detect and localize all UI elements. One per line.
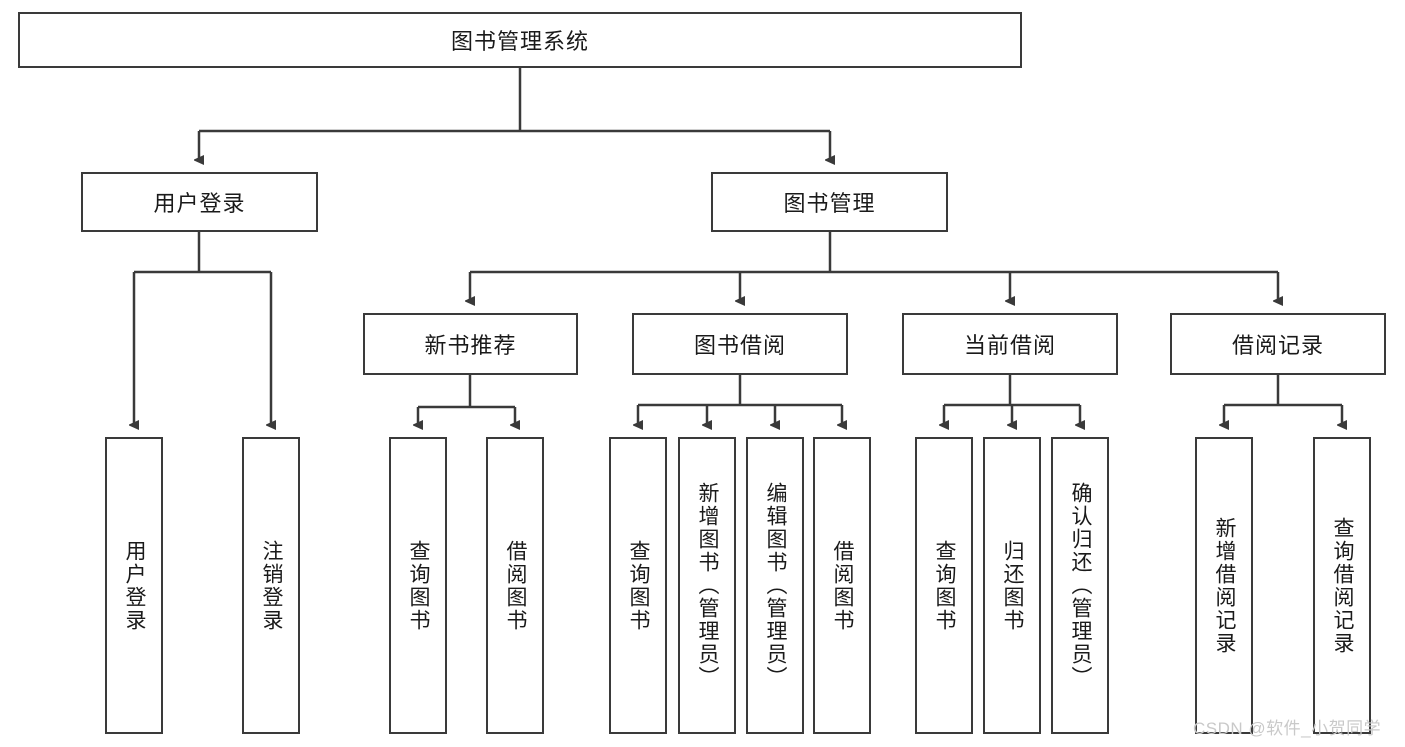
node-borrow-record-label: 借阅记录 [1231,333,1324,358]
leaf-book-borrow-1-label: 查询图书 [627,539,651,632]
csdn-watermark: CSDN @软件_小贺同学 [1193,719,1382,738]
leaf-current-borrow-2[interactable]: 归还图书 [983,437,1041,734]
leaf-current-borrow-3[interactable]: 确认归还（管理员） [1051,437,1109,734]
leaf-current-borrow-1-label: 查询图书 [933,539,957,632]
leaf-current-borrow-3-label: 确认归还（管理员） [1069,482,1093,689]
leaf-current-borrow-1[interactable]: 查询图书 [915,437,973,734]
node-book-borrow[interactable]: 图书借阅 [632,313,848,375]
node-current-borrow[interactable]: 当前借阅 [902,313,1118,375]
node-current-borrow-label: 当前借阅 [963,333,1056,358]
leaf-book-borrow-2-label: 新增图书（管理员） [696,482,720,689]
leaf-new-book-1-label: 查询图书 [407,539,431,632]
leaf-book-borrow-1[interactable]: 查询图书 [609,437,667,734]
leaf-book-borrow-4[interactable]: 借阅图书 [813,437,871,734]
leaf-borrow-record-1[interactable]: 新增借阅记录 [1195,437,1253,734]
node-book-management[interactable]: 图书管理 [711,172,948,232]
leaf-user-login-1[interactable]: 用户登录 [105,437,163,734]
leaf-book-borrow-4-label: 借阅图书 [831,539,855,632]
leaf-book-borrow-2[interactable]: 新增图书（管理员） [678,437,736,734]
leaf-user-login-2[interactable]: 注销登录 [242,437,300,734]
node-borrow-record[interactable]: 借阅记录 [1170,313,1386,375]
leaf-user-login-2-label: 注销登录 [260,539,284,632]
leaf-current-borrow-2-label: 归还图书 [1001,539,1025,632]
leaf-new-book-1[interactable]: 查询图书 [389,437,447,734]
node-user-login-label: 用户登录 [153,191,246,216]
leaf-borrow-record-1-label: 新增借阅记录 [1213,516,1237,655]
leaf-new-book-2[interactable]: 借阅图书 [486,437,544,734]
node-root[interactable]: 图书管理系统 [18,12,1022,68]
node-new-book-recommend[interactable]: 新书推荐 [363,313,578,375]
leaf-new-book-2-label: 借阅图书 [504,539,528,632]
node-new-book-recommend-label: 新书推荐 [424,333,517,358]
leaf-borrow-record-2-label: 查询借阅记录 [1331,516,1355,655]
leaf-book-borrow-3[interactable]: 编辑图书（管理员） [746,437,804,734]
leaf-book-borrow-3-label: 编辑图书（管理员） [764,482,788,689]
leaf-user-login-1-label: 用户登录 [123,539,147,632]
node-book-management-label: 图书管理 [783,191,876,216]
leaf-borrow-record-2[interactable]: 查询借阅记录 [1313,437,1371,734]
node-book-borrow-label: 图书借阅 [693,333,786,358]
node-user-login[interactable]: 用户登录 [81,172,318,232]
node-root-label: 图书管理系统 [450,29,589,54]
